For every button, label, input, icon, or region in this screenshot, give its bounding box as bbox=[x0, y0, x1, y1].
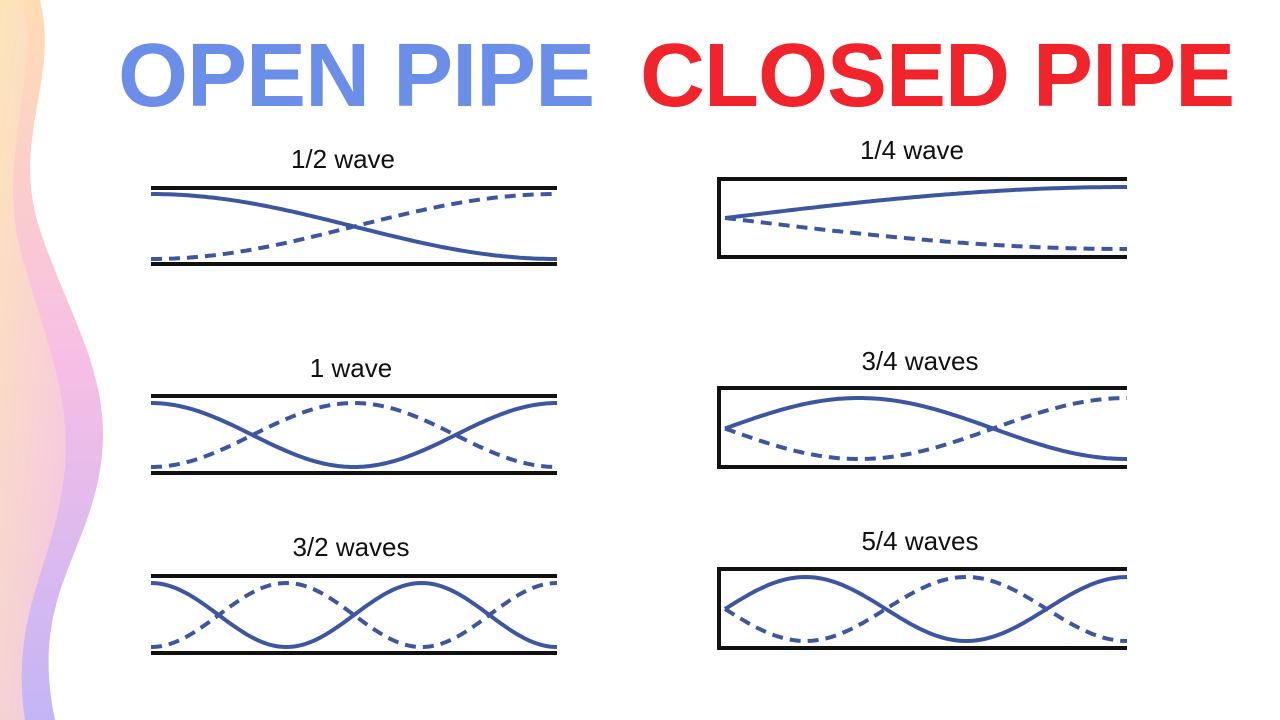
closed-pipe-3: 5/4 waves bbox=[717, 526, 1128, 650]
open-pipe-3: 3/2 waves bbox=[150, 532, 558, 655]
wave-dashed bbox=[151, 401, 557, 469]
pipe-walls bbox=[717, 386, 1127, 469]
closed-pipe-1: 1/4 wave bbox=[717, 135, 1127, 259]
wave-solid bbox=[723, 574, 1128, 644]
wave-label: 3/4 waves bbox=[861, 346, 978, 376]
wave-label: 5/4 waves bbox=[861, 526, 978, 556]
pipe-walls bbox=[717, 177, 1127, 259]
open-pipe-1: 1/2 wave bbox=[151, 144, 557, 266]
wave-dashed bbox=[724, 216, 1127, 251]
open-pipe-diagrams: 1/2 wave 1 wave 3/2 waves bbox=[150, 144, 558, 655]
wave-label: 1 wave bbox=[310, 353, 392, 383]
wave-label: 1/2 wave bbox=[291, 144, 395, 174]
open-pipe-heading: OPEN PIPE bbox=[118, 26, 595, 126]
wave-solid bbox=[150, 580, 558, 650]
wave-solid bbox=[724, 396, 1127, 461]
wave-label: 3/2 waves bbox=[292, 532, 409, 562]
wave-dashed bbox=[150, 580, 558, 650]
wave-dashed bbox=[151, 192, 557, 261]
wave-solid bbox=[724, 185, 1127, 220]
closed-pipe-heading: CLOSED PIPE bbox=[640, 26, 1235, 126]
wave-label: 1/4 wave bbox=[860, 135, 964, 165]
wave-solid bbox=[151, 401, 557, 469]
open-pipe-2: 1 wave bbox=[151, 353, 557, 475]
wave-dashed bbox=[723, 574, 1128, 644]
closed-pipe-2: 3/4 waves bbox=[717, 346, 1127, 469]
closed-pipe-diagrams: 1/4 wave 3/4 waves 5/4 waves bbox=[717, 135, 1128, 650]
wave-dashed bbox=[724, 396, 1127, 461]
pipe-walls bbox=[717, 567, 1127, 650]
